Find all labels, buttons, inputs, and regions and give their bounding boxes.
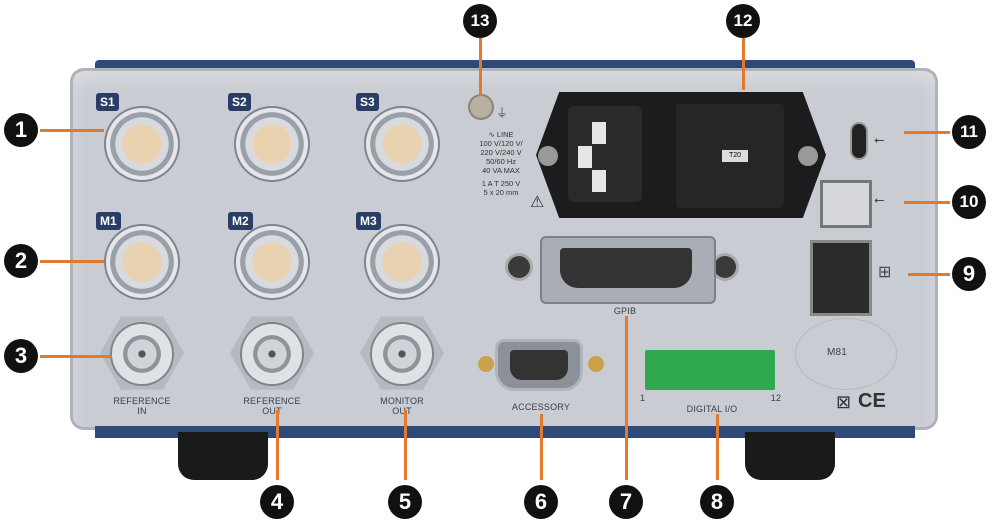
- leader-line: [276, 410, 279, 480]
- digital-io-terminal[interactable]: [645, 350, 775, 390]
- ground-icon: ⏚: [496, 106, 509, 120]
- spec-line: 220 V/240 V: [480, 148, 522, 157]
- weee-icon: ⊠: [836, 392, 852, 412]
- ethernet-port[interactable]: [810, 240, 872, 316]
- source-connector-s1[interactable]: [106, 108, 178, 180]
- digital-io-caption: DIGITAL I/O: [686, 404, 738, 414]
- monitor-out-caption: MONITOR OUT: [372, 396, 432, 416]
- left-foot: [178, 432, 268, 480]
- line-label: LINE: [496, 130, 514, 139]
- callout-4: 4: [260, 485, 294, 519]
- callout-1: 1: [4, 113, 38, 147]
- warning-triangle-icon: ⚠: [530, 194, 545, 211]
- monitor-out-bnc[interactable]: [372, 324, 432, 384]
- measure-connector-m1[interactable]: [106, 226, 178, 298]
- dsub-screw-right: [588, 356, 604, 372]
- accessory-socket: [510, 350, 568, 380]
- callout-5: 5: [388, 485, 422, 519]
- slot-s2-badge: S2: [228, 93, 251, 111]
- callout-13: 13: [463, 4, 497, 38]
- inlet-pin: [578, 146, 592, 168]
- slot-s3-badge: S3: [356, 93, 379, 111]
- leader-line: [904, 131, 950, 134]
- reference-in-caption: REFERENCE IN: [112, 396, 172, 416]
- spec-line: 5 x 20 mm: [483, 188, 519, 197]
- reference-out-caption: REFERENCE OUT: [240, 396, 304, 416]
- ce-mark: CE: [858, 390, 886, 412]
- screw-icon: [798, 146, 818, 166]
- caption-line: REFERENCE: [113, 396, 171, 406]
- leader-line: [40, 355, 112, 358]
- accessory-caption: ACCESSORY: [511, 402, 571, 412]
- reference-out-bnc[interactable]: [242, 324, 302, 384]
- leader-line: [742, 38, 745, 90]
- digital-io-last-pin: 12: [770, 393, 782, 403]
- slot-m1-badge: M1: [96, 212, 121, 230]
- leader-line: [40, 260, 104, 263]
- network-icon: ⊞: [878, 264, 892, 281]
- spec-line: 40 VA MAX: [482, 166, 520, 175]
- callout-12: 12: [726, 4, 760, 38]
- inlet-pin: [592, 122, 606, 144]
- dsub-screw-left: [478, 356, 494, 372]
- ac-icon: ∿: [488, 130, 495, 139]
- callout-2: 2: [4, 244, 38, 278]
- usb-icon: ⭠: [874, 132, 885, 147]
- inlet-pin: [592, 170, 606, 192]
- leader-line: [625, 316, 628, 480]
- usb-c-port[interactable]: [852, 124, 866, 158]
- leader-line: [404, 410, 407, 480]
- callout-7: 7: [609, 485, 643, 519]
- callout-11: 11: [952, 115, 986, 149]
- gpib-screw-left: [508, 256, 530, 278]
- callout-10: 10: [952, 185, 986, 219]
- bottom-trim: [95, 426, 915, 438]
- digital-io-first-pin: 1: [640, 393, 646, 403]
- leader-line: [40, 129, 104, 132]
- callout-9: 9: [952, 257, 986, 291]
- gpib-socket: [560, 248, 692, 288]
- option-plate: [795, 318, 897, 390]
- usb-b-port[interactable]: [820, 180, 872, 228]
- ground-screw: [470, 96, 492, 118]
- caption-line: IN: [137, 406, 147, 416]
- spec-line: 1 A T 250 V: [481, 179, 521, 188]
- leader-line: [904, 201, 950, 204]
- leader-line: [908, 273, 950, 276]
- caption-line: MONITOR: [380, 396, 424, 406]
- measure-connector-m3[interactable]: [366, 226, 438, 298]
- leader-line: [540, 414, 543, 480]
- callout-3: 3: [4, 339, 38, 373]
- source-connector-s2[interactable]: [236, 108, 308, 180]
- usb-icon: ⭠: [874, 192, 885, 207]
- slot-m2-badge: M2: [228, 212, 253, 230]
- source-connector-s3[interactable]: [366, 108, 438, 180]
- caption-line: OUT: [392, 406, 412, 416]
- reference-in-bnc[interactable]: [112, 324, 172, 384]
- leader-line: [716, 414, 719, 480]
- slot-m3-badge: M3: [356, 212, 381, 230]
- right-foot: [745, 432, 835, 480]
- caption-line: OUT: [262, 406, 282, 416]
- gpib-screw-right: [714, 256, 736, 278]
- slot-s1-badge: S1: [96, 93, 119, 111]
- callout-6: 6: [524, 485, 558, 519]
- power-spec-label: ∿ LINE 100 V/120 V/ 220 V/240 V 50/60 Hz…: [466, 130, 536, 197]
- leader-line: [479, 38, 482, 96]
- spec-line: 50/60 Hz: [485, 157, 517, 166]
- caption-line: REFERENCE: [243, 396, 301, 406]
- model-label: M81: [826, 347, 848, 358]
- screw-icon: [538, 146, 558, 166]
- spec-line: 100 V/120 V/: [479, 139, 523, 148]
- fuse-window: T20: [722, 150, 748, 162]
- measure-connector-m2[interactable]: [236, 226, 308, 298]
- gpib-caption: GPIB: [613, 306, 637, 316]
- callout-8: 8: [700, 485, 734, 519]
